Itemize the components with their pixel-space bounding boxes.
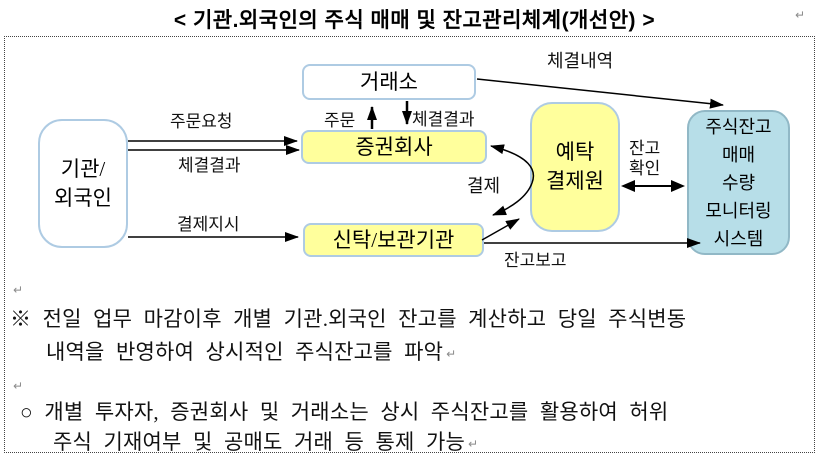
edge-label-order: 주문: [324, 111, 356, 130]
node-monitoring-line1: 주식잔고: [705, 116, 772, 137]
node-monitoring-line2: 매매: [721, 144, 756, 165]
note-1-line-2: 내역을 반영하여 상시적인 주식잔고를 파악↵: [46, 336, 456, 366]
node-monitoring-line3: 수량: [721, 172, 756, 193]
node-exchange: 거래소: [302, 64, 476, 100]
node-institution-foreigner: 기관/ 외국인: [38, 119, 128, 248]
arrow-settlement-to-trust: [492, 182, 533, 216]
edge-label-execution-result-left: 체결결과: [178, 156, 241, 175]
node-exchange-label: 거래소: [360, 69, 418, 94]
node-institution-line2: 외국인: [54, 185, 112, 210]
edge-label-balance-check: 잔고 확인: [629, 139, 660, 179]
paragraph-mark: ↵: [13, 283, 24, 297]
note-2-line-1: ○ 개별 투자자, 증권회사 및 거래소는 상시 주식잔고를 활용하여 허위: [20, 400, 669, 424]
paragraph-mark: ↵: [13, 379, 24, 393]
note-2-line-2-text: 주식 기재여부 및 공매도 거래 등 통제 가능: [53, 430, 465, 454]
node-securities-label: 증권회사: [355, 134, 433, 159]
note-1-line-2-text: 내역을 반영하여 상시적인 주식잔고를 파악: [46, 340, 444, 364]
edge-label-settlement-instruction: 결제지시: [177, 215, 240, 234]
edge-label-execution-result-top: 체결결과: [412, 110, 475, 129]
arrow-balance-check-left-head: [621, 180, 635, 192]
node-securities-company: 증권회사: [301, 130, 487, 164]
edge-label-order-request: 주문요청: [170, 112, 233, 131]
page-title: < 기관.외국인의 주식 매매 및 잔고관리체계(개선안) >: [173, 9, 656, 32]
node-trust-custodian: 신탁/보관기관: [303, 223, 484, 257]
node-monitoring-line5: 시스템: [713, 228, 764, 249]
paragraph-mark: ↵: [468, 437, 479, 452]
arrow-settlement-to-securities: [490, 144, 535, 184]
edge-label-balance-report: 잔고보고: [504, 251, 567, 270]
arrow-execution-details: [476, 78, 724, 109]
edge-label-execution-details: 체결내역: [547, 51, 614, 71]
arrow-balance-check-right-head: [671, 180, 685, 192]
node-institution-line1: 기관/: [60, 156, 106, 181]
edge-label-balance-check-line2: 확인: [629, 159, 661, 178]
edge-label-settlement: 결제: [467, 176, 501, 196]
note-2-line-2: 주식 기재여부 및 공매도 거래 등 통제 가능↵: [53, 426, 478, 456]
node-monitoring-line4: 모니터링: [705, 200, 772, 221]
node-trust-label: 신탁/보관기관: [332, 227, 455, 252]
node-depository-line1: 예탁: [555, 140, 595, 164]
node-monitoring-system: 주식잔고 매매 수량 모니터링 시스템: [687, 110, 790, 255]
arrow-trust-to-depository: [481, 218, 520, 241]
edge-label-balance-check-line1: 잔고: [629, 139, 661, 158]
note-1-line-1: ※ 전일 업무 마감이후 개별 기관.외국인 잔고를 계산하고 당일 주식변동: [10, 307, 687, 331]
paragraph-mark: ↵: [795, 8, 806, 22]
node-depository: 예탁 결제원: [530, 102, 620, 232]
paragraph-mark: ↵: [446, 347, 457, 362]
node-depository-line2: 결제원: [546, 169, 604, 193]
